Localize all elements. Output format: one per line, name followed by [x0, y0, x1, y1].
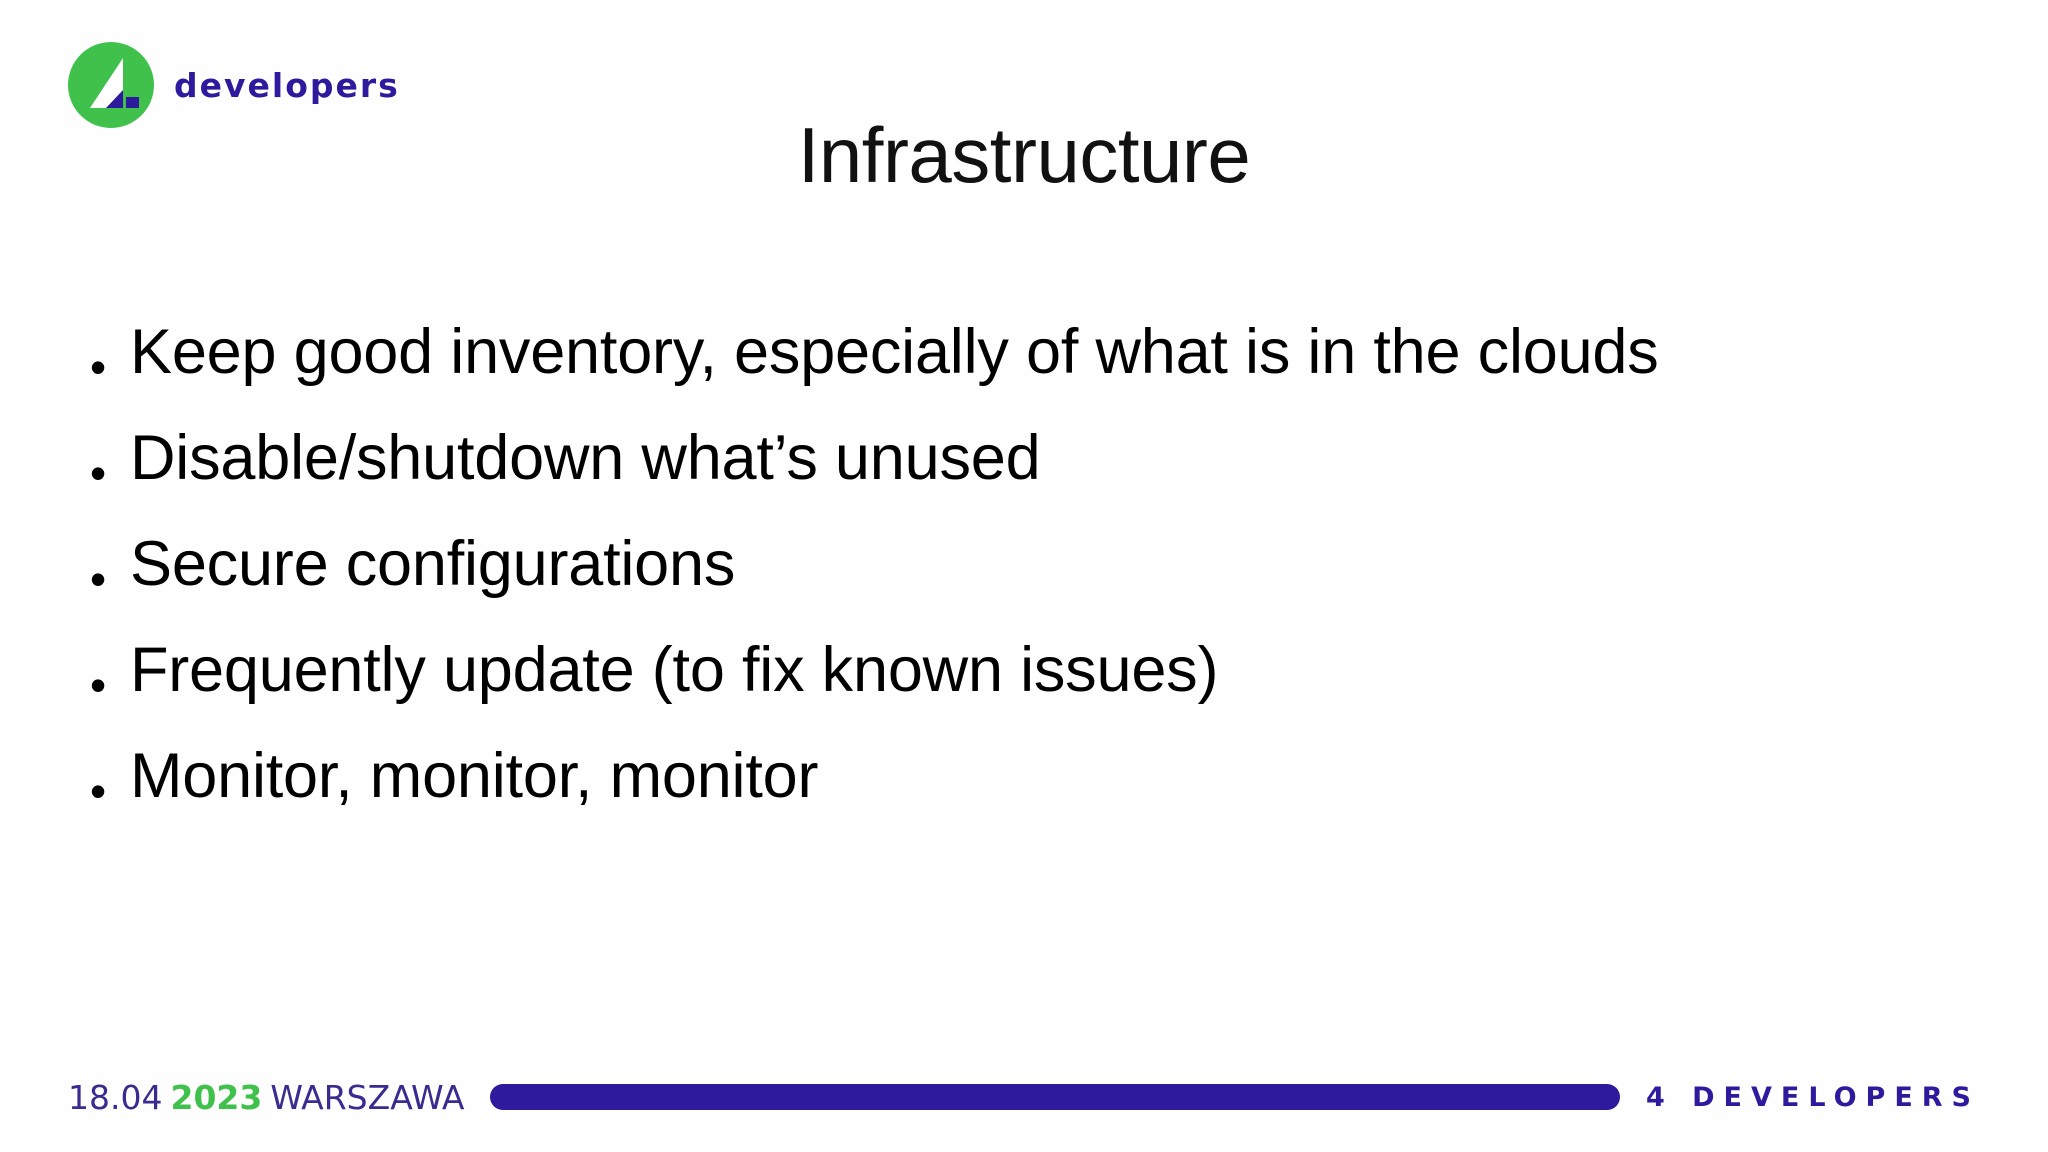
bullet-marker-icon: •: [89, 341, 107, 393]
brand-wordmark: developers: [174, 65, 400, 105]
slide-footer: 18.04 2023 WARSZAWA 4 DEVELOPERS: [0, 1070, 2048, 1124]
list-item: • Monitor, monitor, monitor: [66, 741, 1786, 840]
list-item-text: Monitor, monitor, monitor: [130, 741, 819, 811]
four-developers-logo-icon: [68, 42, 154, 128]
list-item-text: Frequently update (to fix known issues): [130, 635, 1219, 705]
list-item: • Keep good inventory, especially of wha…: [66, 317, 1786, 416]
list-item: • Secure configurations: [66, 529, 1786, 628]
bullet-list: • Keep good inventory, especially of wha…: [66, 317, 1786, 848]
bullet-marker-icon: •: [89, 765, 107, 817]
footer-event-info: 18.04 2023 WARSZAWA: [68, 1078, 464, 1117]
list-item-text: Secure configurations: [130, 529, 736, 599]
page-title: Infrastructure: [797, 111, 1251, 199]
footer-year: 2023: [170, 1077, 263, 1117]
bullet-marker-icon: •: [89, 447, 107, 499]
list-item: • Frequently update (to fix known issues…: [66, 635, 1786, 734]
bullet-marker-icon: •: [89, 553, 107, 605]
footer-date: 18.04: [68, 1077, 163, 1117]
footer-progress-bar: [490, 1084, 1620, 1110]
footer-brand-text: 4 DEVELOPERS: [1645, 1081, 1980, 1113]
footer-city: WARSZAWA: [270, 1077, 465, 1117]
list-item: • Disable/shutdown what’s unused: [66, 423, 1786, 522]
brand-logo: developers: [68, 42, 400, 128]
list-item-text: Disable/shutdown what’s unused: [130, 423, 1041, 493]
bullet-marker-icon: •: [89, 659, 107, 711]
list-item-text: Keep good inventory, especially of what …: [130, 317, 1659, 387]
